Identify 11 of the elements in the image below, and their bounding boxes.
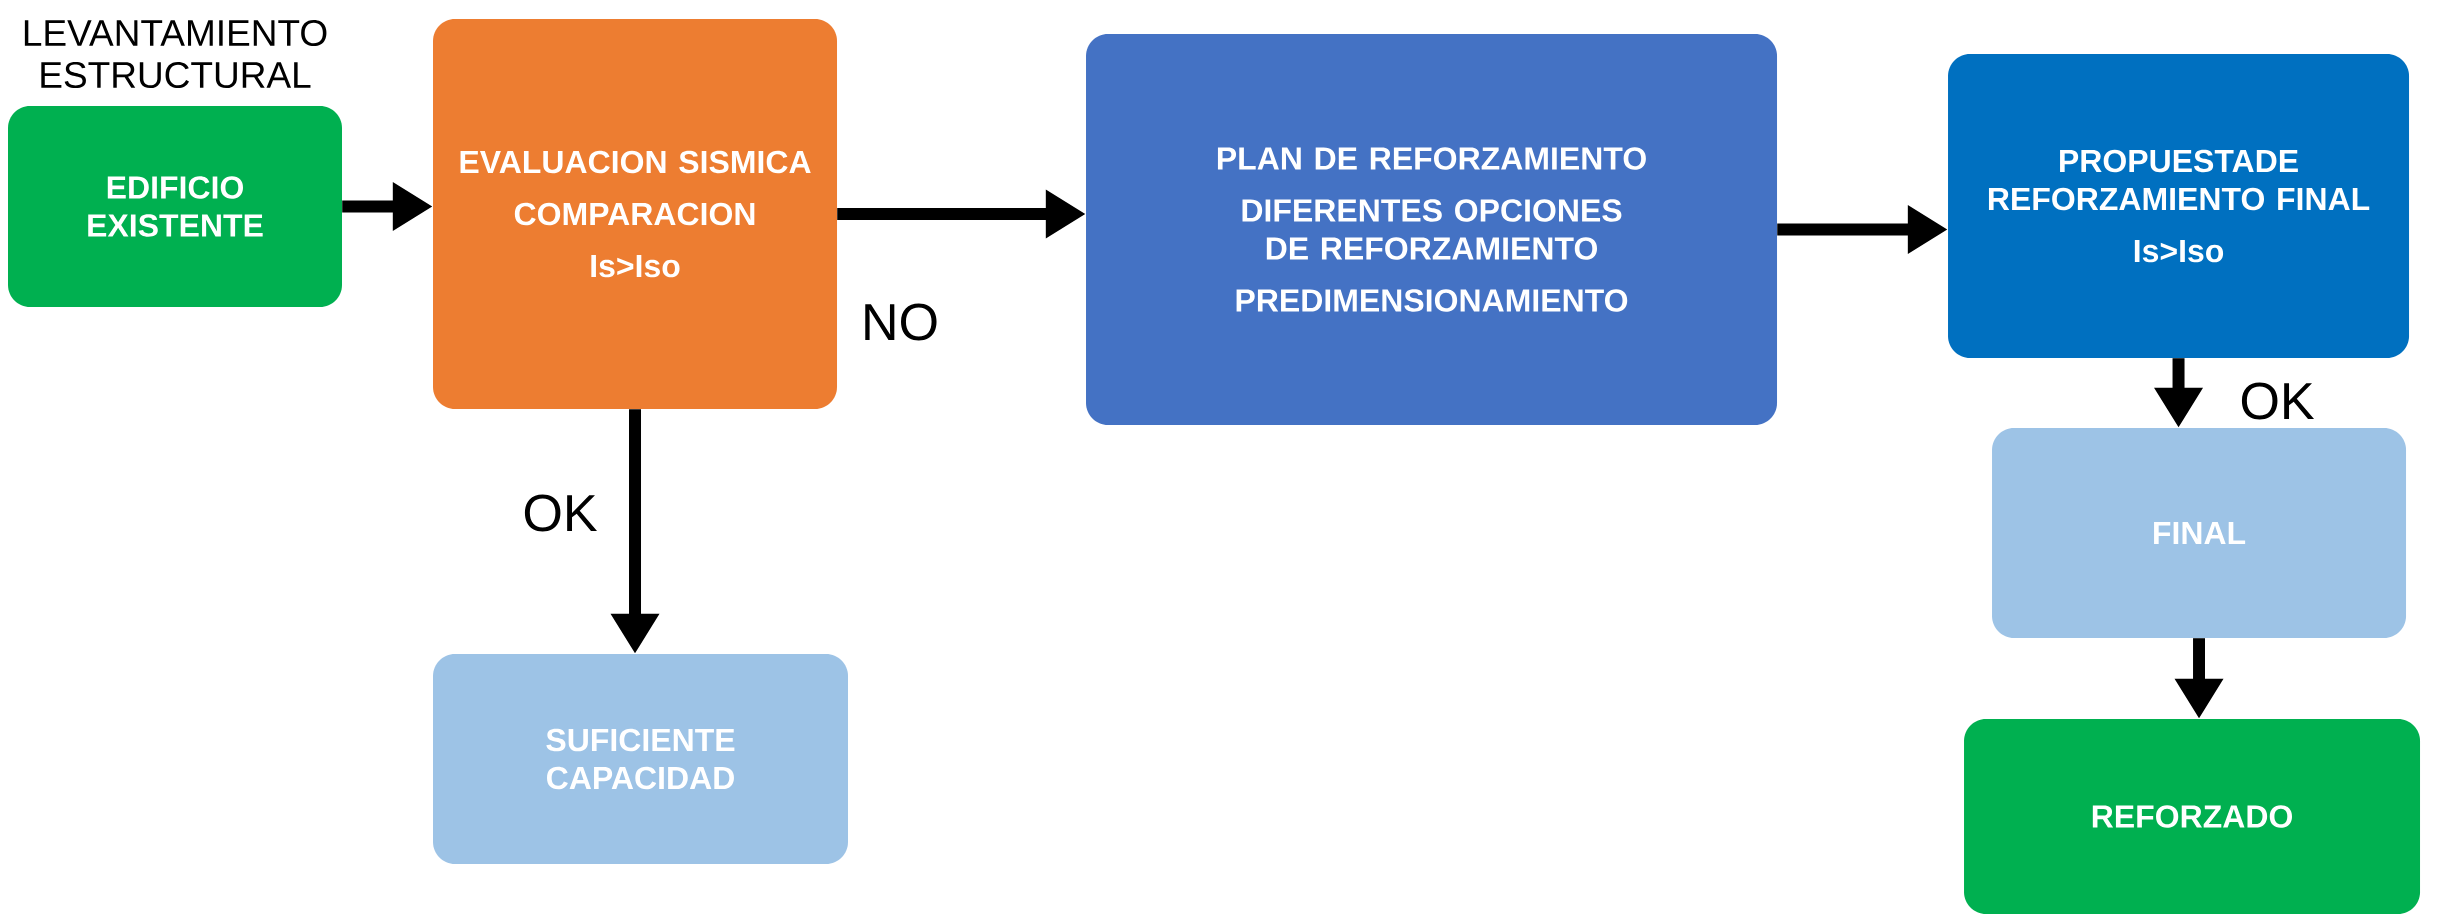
process-box: REFORZADO — [1964, 719, 2421, 914]
process-box: EVALUACION SISMICA COMPARACION Is>Iso — [433, 19, 837, 409]
process-box: PLAN DE REFORZAMIENTO DIFERENTES OPCIONES DE REFORZAMIENTO PREDIMENSIONAMIENTO — [1086, 34, 1777, 425]
process-box: EDIFICIO EXISTENTE — [8, 106, 342, 307]
process-box: FINAL — [1992, 428, 2407, 638]
edge-label: NO — [858, 300, 942, 344]
edge-label: OK — [519, 491, 601, 535]
process-box: PROPUESTADE REFORZAMIENTO FINAL Is>Iso — [1948, 54, 2410, 358]
process-box: SUFICIENTE CAPACIDAD — [433, 654, 848, 864]
edge-label: OK — [2236, 379, 2318, 423]
node-caption: LEVANTAMIENTO ESTRUCTURAL — [24, 19, 327, 89]
